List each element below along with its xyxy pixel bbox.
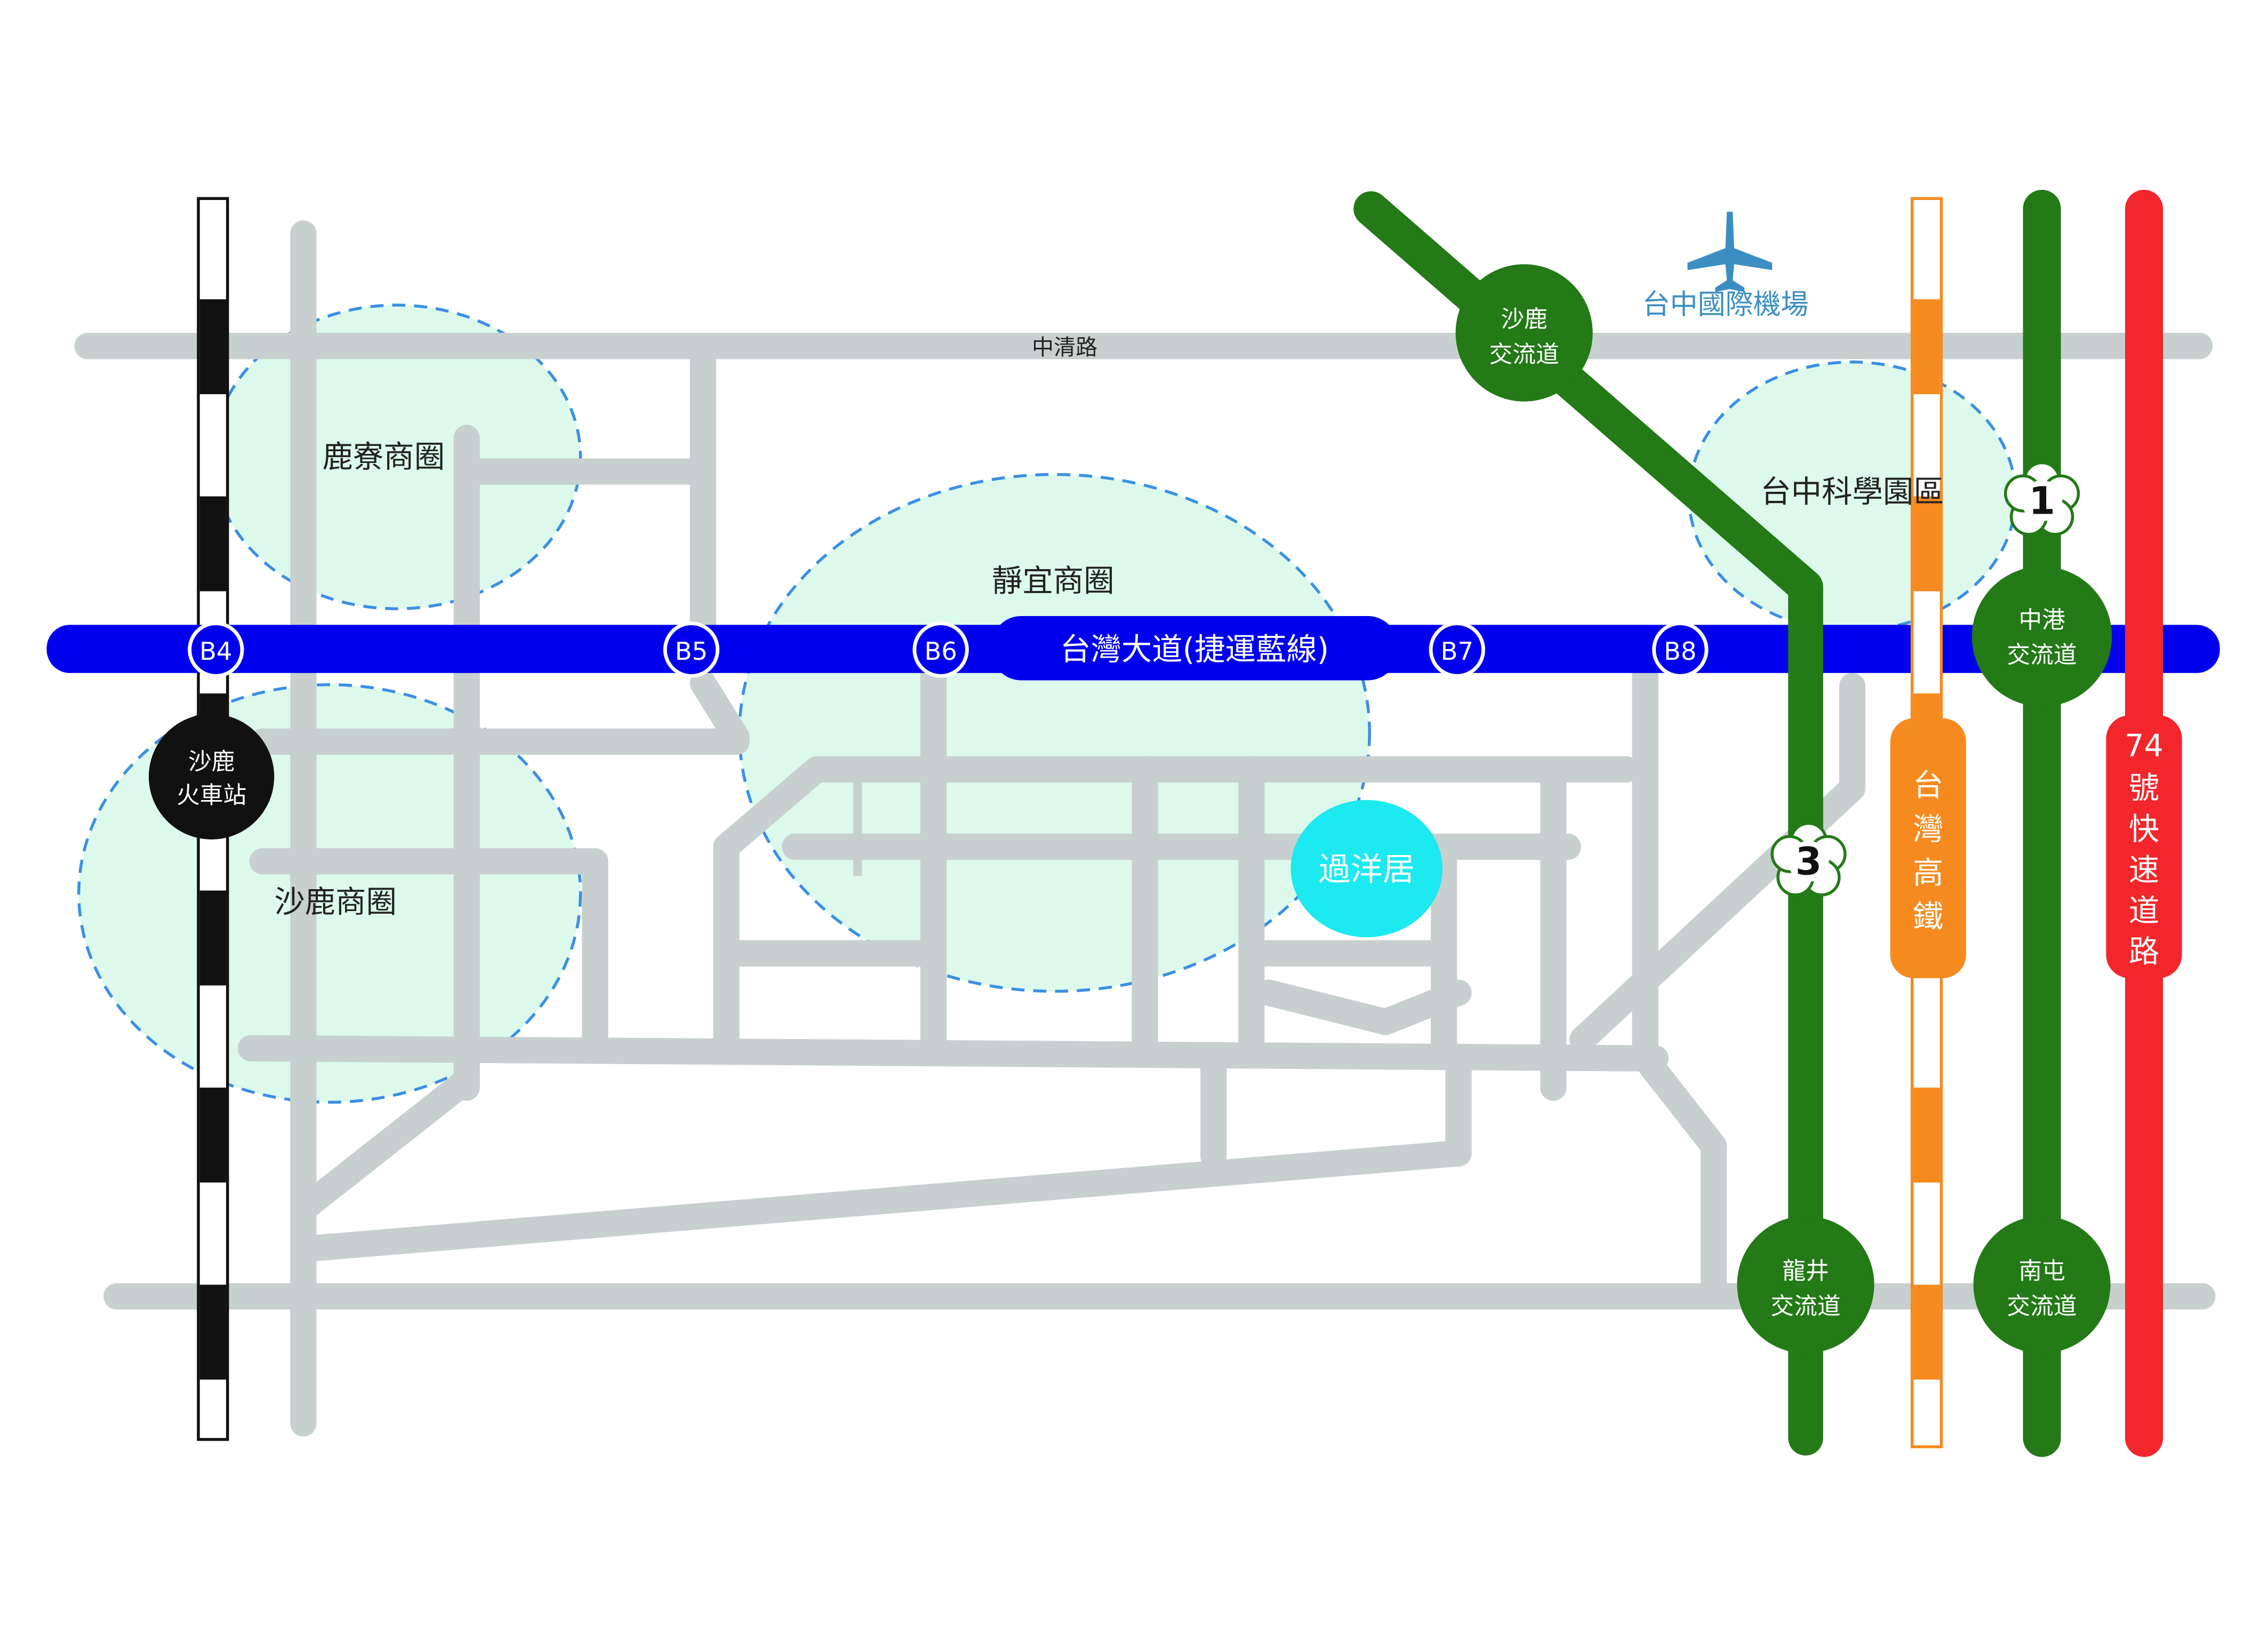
zone-label-science-park: 台中科學園區 (1760, 474, 1944, 510)
svg-text:沙鹿: 沙鹿 (1501, 306, 1547, 333)
expressway-label-4: 速 (2129, 852, 2159, 888)
svg-text:交流道: 交流道 (2007, 1292, 2077, 1320)
station-b6[interactable]: B6 (912, 621, 969, 678)
expressway-label-5: 道 (2129, 893, 2159, 929)
svg-text:B6: B6 (924, 637, 957, 666)
svg-text:南屯: 南屯 (2018, 1258, 2065, 1285)
svg-text:3: 3 (1796, 839, 1822, 883)
destination-label: 過洋居 (1318, 851, 1415, 888)
svg-text:1: 1 (2029, 478, 2055, 523)
freeway-3-line (1353, 191, 1823, 1456)
zone-label-shalu: 沙鹿商圈 (274, 884, 397, 920)
hsr-label-3: 高 (1913, 855, 1943, 891)
freeway-3-marker-icon: 3 (1770, 821, 1847, 897)
airplane-icon (1687, 211, 1773, 292)
train-station-shalu[interactable]: 沙鹿 火車站 (148, 714, 275, 840)
station-b7[interactable]: B7 (1429, 621, 1485, 678)
svg-text:B4: B4 (199, 637, 232, 666)
station-b5[interactable]: B5 (663, 621, 720, 678)
interchange-longjing[interactable]: 龍井 交流道 (1737, 1216, 1874, 1354)
svg-text:交流道: 交流道 (1770, 1292, 1840, 1320)
svg-text:交流道: 交流道 (1489, 341, 1559, 368)
freeway-markers: 1 3 (1770, 461, 2080, 897)
interchange-nantun[interactable]: 南屯 交流道 (1973, 1216, 2111, 1354)
mrt-blue-line: 台灣大道(捷運藍線) (46, 616, 2220, 681)
local-roads (74, 220, 2216, 1437)
mrt-line-label: 台灣大道(捷運藍線) (1060, 632, 1329, 667)
station-b4[interactable]: B4 (188, 621, 244, 678)
svg-text:火車站: 火車站 (177, 781, 246, 809)
airport-label: 台中國際機場 (1642, 289, 1809, 321)
svg-text:沙鹿: 沙鹿 (188, 748, 235, 775)
expressway-label-2: 號 (2129, 770, 2159, 806)
interchanges: 沙鹿 交流道 中港 交流道 龍井 交流道 南屯 交流道 (1455, 264, 2112, 1354)
svg-text:B8: B8 (1664, 637, 1696, 666)
road-label-zhongqing: 中清路 (1032, 334, 1097, 360)
freeway-1-marker-icon: 1 (2003, 461, 2080, 536)
airport: 台中國際機場 (1642, 211, 1809, 321)
svg-text:中港: 中港 (2018, 606, 2065, 634)
interchange-shalu[interactable]: 沙鹿 交流道 (1455, 264, 1593, 402)
svg-text:B7: B7 (1441, 637, 1473, 666)
zone-label-luliao: 鹿寮商圈 (322, 439, 445, 475)
hsr-label-2: 灣 (1913, 811, 1943, 847)
hsr-label-1: 台 (1913, 768, 1943, 803)
interchange-zhonggang[interactable]: 中港 交流道 (1972, 566, 2112, 707)
hsr-label-4: 鐵 (1913, 899, 1943, 934)
destination-marker[interactable]: 過洋居 (1291, 800, 1442, 938)
expressway-label-1: 74 (2125, 728, 2163, 764)
station-b8[interactable]: B8 (1652, 621, 1709, 678)
hsr-line: 台 灣 高 鐵 (1890, 197, 1966, 1449)
business-zones (77, 303, 2017, 1104)
mrt-stations: B4 B5 B6 B7 B8 (188, 621, 1709, 678)
text-labels: 中清路 鹿寮商圈 沙鹿商圈 靜宜商圈 台中科學園區 (274, 334, 1944, 920)
svg-text:B5: B5 (675, 637, 708, 666)
zone-label-jingyi: 靜宜商圈 (992, 563, 1115, 598)
expressway-label-6: 路 (2129, 934, 2159, 970)
zone-jingyi (738, 473, 1371, 993)
svg-text:交流道: 交流道 (2007, 642, 2077, 669)
svg-text:龍井: 龍井 (1782, 1258, 1829, 1285)
expressway-label-3: 快 (2129, 811, 2159, 847)
expressway-74: 74 號 快 速 道 路 (2106, 189, 2182, 1457)
